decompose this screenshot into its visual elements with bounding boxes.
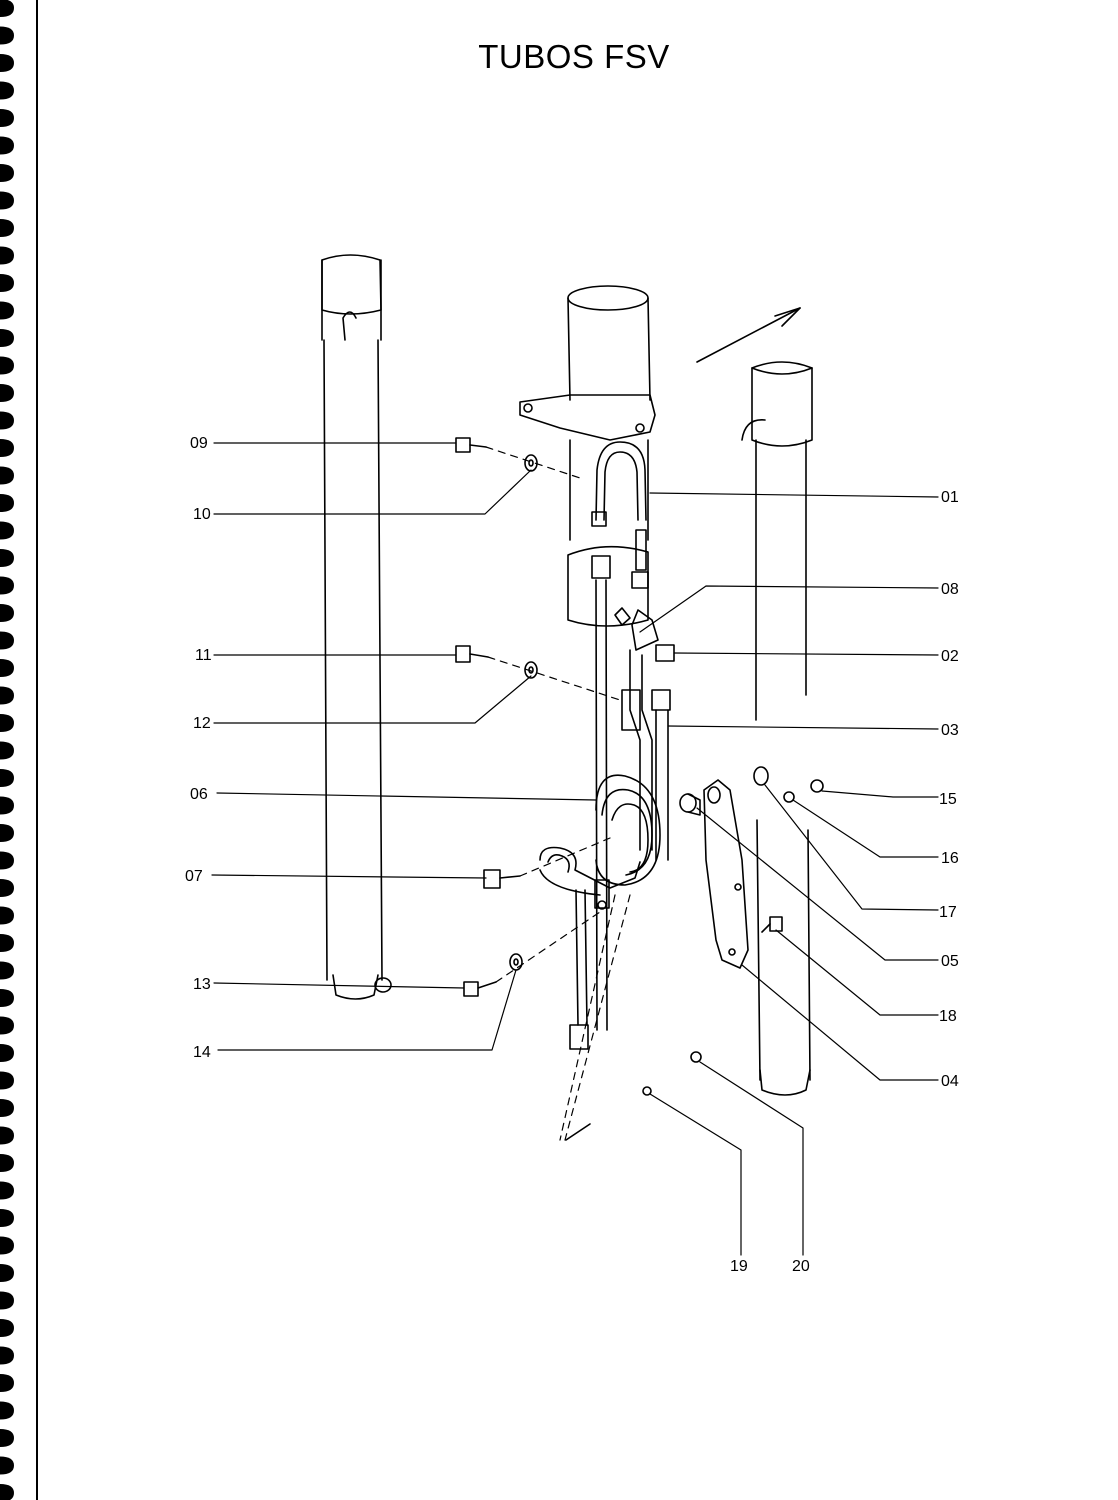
binding-ring: [0, 274, 14, 292]
binding-ring: [0, 466, 14, 485]
binding-ring: [0, 494, 14, 512]
binding-ring: [0, 521, 14, 540]
hardware-parts: [455, 437, 824, 1096]
right-fork-tube: [741, 361, 813, 1096]
binding-ring: [0, 1319, 14, 1337]
binding-ring: [0, 879, 14, 897]
binding-ring: [0, 411, 14, 430]
binding-ring: [0, 1484, 14, 1500]
label-part-07: 07: [185, 868, 203, 885]
label-part-02: 02: [941, 648, 959, 665]
binding-ring: [0, 1374, 14, 1392]
dashed-arrow-tip: [565, 1123, 591, 1141]
label-part-03: 03: [941, 722, 959, 739]
leader-lines: [211, 442, 939, 1256]
label-part-05: 05: [941, 953, 959, 970]
binding-ring: [0, 686, 14, 705]
binding-ring: [0, 1456, 14, 1475]
binding-ring: [0, 659, 14, 677]
label-part-20: 20: [792, 1258, 810, 1275]
binding-ring: [0, 301, 14, 320]
label-part-19: 19: [730, 1258, 748, 1275]
label-part-17: 17: [939, 904, 957, 921]
binding-ring: [0, 1071, 14, 1090]
binding-ring: [0, 1044, 14, 1062]
binding-ring: [0, 741, 14, 760]
steering-stem: [519, 285, 656, 627]
spiral-binding: [0, 0, 14, 1500]
binding-ring: [0, 1099, 14, 1117]
direction-arrow: [696, 307, 801, 363]
page-border-line: [36, 0, 38, 1500]
binding-ring: [0, 1429, 14, 1447]
label-part-11: 11: [195, 647, 212, 664]
binding-ring: [0, 961, 14, 980]
binding-ring: [0, 824, 14, 842]
binding-ring: [0, 934, 14, 952]
u-bolt: [591, 441, 649, 589]
binding-ring: [0, 136, 14, 155]
label-part-12: 12: [193, 715, 211, 732]
binding-ring: [0, 191, 14, 210]
binding-ring: [0, 989, 14, 1007]
label-part-06: 06: [190, 786, 208, 803]
binding-ring: [0, 851, 14, 870]
binding-ring: [0, 164, 14, 182]
label-part-01: 01: [941, 489, 959, 506]
binding-ring: [0, 906, 14, 925]
side-bracket-plate: [679, 779, 749, 969]
binding-ring: [0, 796, 14, 815]
left-fork-tube: [321, 254, 392, 1000]
binding-ring: [0, 384, 14, 402]
binding-ring: [0, 631, 14, 650]
page-title: TUBOS FSV: [478, 38, 670, 75]
label-part-10: 10: [193, 506, 211, 523]
assembly-dashed-lines: [485, 446, 631, 1141]
label-part-14: 14: [193, 1044, 211, 1061]
binding-ring: [0, 26, 14, 45]
binding-ring: [0, 219, 14, 237]
binding-ring: [0, 329, 14, 347]
binding-ring: [0, 1154, 14, 1172]
binding-ring: [0, 1264, 14, 1282]
binding-ring: [0, 769, 14, 787]
binding-ring: [0, 1016, 14, 1035]
binding-ring: [0, 246, 14, 265]
brake-hose-assembly: [539, 555, 675, 1050]
binding-ring: [0, 109, 14, 127]
binding-ring: [0, 1209, 14, 1227]
binding-ring: [0, 81, 14, 100]
label-part-09: 09: [190, 435, 208, 452]
label-part-16: 16: [941, 850, 959, 867]
binding-ring: [0, 1401, 14, 1420]
label-part-15: 15: [939, 791, 957, 808]
binding-ring: [0, 54, 14, 72]
binding-ring: [0, 604, 14, 622]
label-part-18: 18: [939, 1008, 957, 1025]
label-part-08: 08: [941, 581, 959, 598]
binding-ring: [0, 1126, 14, 1145]
binding-ring: [0, 549, 14, 567]
binding-ring: [0, 1236, 14, 1255]
label-part-13: 13: [193, 976, 211, 993]
binding-ring: [0, 576, 14, 595]
binding-ring: [0, 714, 14, 732]
binding-ring: [0, 439, 14, 457]
binding-ring: [0, 1346, 14, 1365]
binding-ring: [0, 356, 14, 375]
binding-ring: [0, 0, 14, 17]
binding-ring: [0, 1291, 14, 1310]
binding-ring: [0, 1181, 14, 1200]
label-part-04: 04: [941, 1073, 959, 1090]
